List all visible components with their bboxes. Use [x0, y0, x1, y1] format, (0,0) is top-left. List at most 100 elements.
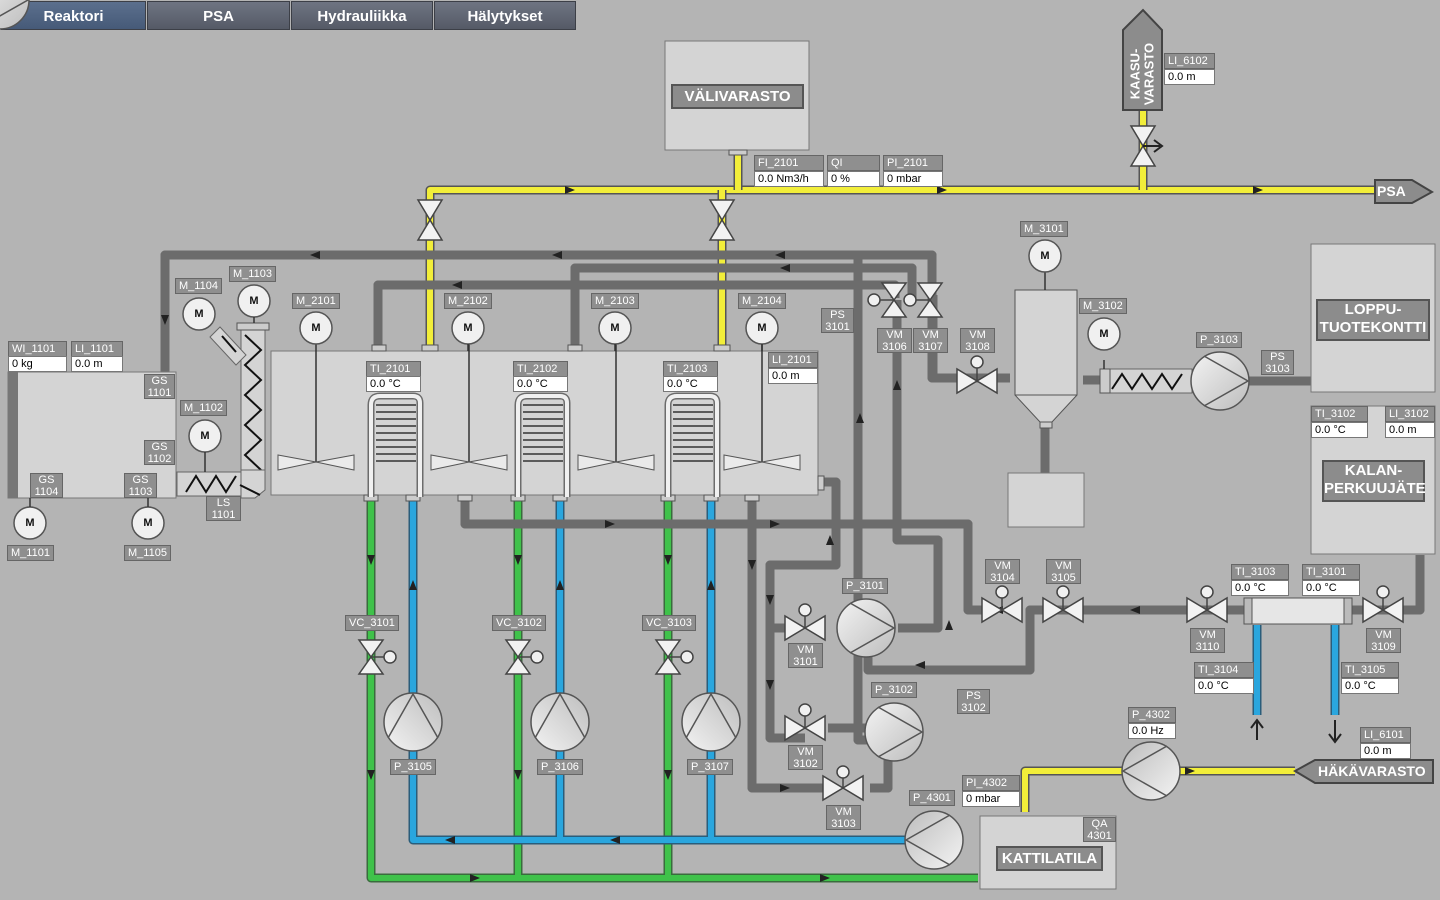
motor-2103-symbol[interactable]: M [610, 322, 620, 334]
reactor-tank [270, 350, 819, 496]
ti-2101-value: 0.0 °C [366, 376, 421, 392]
flow-arrows [161, 186, 1295, 882]
ti-2102-tag: TI_2102 [513, 361, 568, 377]
ti-3104-tag: TI_3104 [1194, 662, 1254, 678]
ti-3105-tag: TI_3105 [1341, 662, 1399, 678]
motor-2102-symbol[interactable]: M [463, 322, 473, 334]
li-6102-value: 0.0 m [1164, 69, 1215, 85]
vm-3109-tag: VM 3109 [1366, 628, 1401, 653]
motor-3101-symbol[interactable]: M [1040, 250, 1050, 262]
qi-tag: QI [827, 155, 880, 171]
ti-3101-value: 0.0 °C [1302, 580, 1360, 596]
motor-3102-symbol[interactable]: M [1099, 328, 1109, 340]
vm-3106-tag: VM 3106 [877, 328, 912, 353]
motor-1105-symbol[interactable]: M [143, 517, 153, 529]
li-3102-value: 0.0 m [1385, 422, 1435, 438]
vm-3102-tag: VM 3102 [788, 745, 823, 770]
actuator-stems [371, 299, 1384, 788]
m-1101-tag: M_1101 [7, 545, 54, 561]
feed-screws [176, 322, 270, 499]
ps-3103-tag: PS 3103 [1261, 350, 1294, 375]
motor-1104-symbol[interactable]: M [194, 308, 204, 320]
heating-coils [367, 392, 717, 497]
p-3103-tag: P_3103 [1196, 332, 1242, 348]
wi-1101-tag: WI_1101 [8, 341, 67, 357]
process-lines [160, 152, 1425, 793]
ti-3101-tag: TI_3101 [1302, 564, 1360, 580]
p-4302-tag: P_4302 [1128, 707, 1176, 723]
tab-psa[interactable]: PSA [147, 1, 290, 30]
vm-3110-tag: VM 3110 [1190, 628, 1225, 653]
ti-2102-value: 0.0 °C [513, 376, 568, 392]
vm-3108-tag: VM 3108 [960, 328, 995, 353]
motor-1102-symbol[interactable]: M [200, 430, 210, 442]
motor-2104-symbol[interactable]: M [757, 322, 767, 334]
li-1101-tag: LI_1101 [71, 341, 123, 357]
qa-4301-tag: QA 4301 [1083, 817, 1116, 842]
p-4302-value: 0.0 Hz [1128, 723, 1176, 739]
exchanger-arrows [1250, 718, 1342, 744]
m-2104-tag: M_2104 [738, 293, 786, 309]
hakavarasto-arrow [1292, 759, 1434, 784]
psa-arrow-label: PSA [1377, 183, 1406, 199]
agitators [277, 341, 801, 471]
motor-shafts [29, 317, 763, 507]
ti-2101-tag: TI_2101 [366, 361, 421, 377]
ti-3104-value: 0.0 °C [1194, 678, 1254, 694]
ls-1101-tag: LS 1101 [206, 496, 241, 521]
motor-1103-symbol[interactable]: M [249, 295, 259, 307]
p-3101-tag: P_3101 [842, 578, 888, 594]
vm-3107-tag: VM 3107 [913, 328, 948, 353]
m-1103-tag: M_1103 [229, 266, 276, 282]
valivarasto-label: VÄLIVARASTO [671, 84, 804, 109]
m-2102-tag: M_2102 [444, 293, 492, 309]
valve-actuators [383, 293, 1390, 779]
gs-1103-tag: GS 1103 [124, 473, 157, 498]
reactor-nozzles [363, 344, 825, 502]
gs-1104-tag: GS 1104 [30, 473, 63, 498]
vm-3103-tag: VM 3103 [826, 805, 861, 830]
vc-3101-tag: VC_3101 [345, 615, 399, 631]
ti-3105-value: 0.0 °C [1341, 678, 1399, 694]
motor-2101-symbol[interactable]: M [311, 322, 321, 334]
heat-exchanger [1243, 597, 1353, 625]
tab-halytykset[interactable]: Hälytykset [434, 1, 576, 30]
pi-2101-tag: PI_2101 [883, 155, 943, 171]
li-3102-tag: LI_3102 [1385, 406, 1435, 422]
psa-arrow [1374, 179, 1435, 204]
vm-3104-tag: VM 3104 [985, 559, 1020, 584]
p-3105-tag: P_3105 [390, 759, 436, 775]
m-3102-tag: M_3102 [1079, 298, 1127, 314]
gs-1101-tag: GS 1101 [144, 374, 175, 399]
kalanperkuujate-label: KALAN- PERKUUJÄTE [1322, 460, 1426, 502]
qi-value: 0 % [827, 171, 880, 187]
m-1105-tag: M_1105 [124, 545, 171, 561]
wi-1101-value: 0 kg [8, 356, 67, 372]
vm-3101-tag: VM 3101 [788, 643, 823, 668]
li-6102-tag: LI_6102 [1164, 53, 1215, 69]
li-6101-value: 0.0 m [1360, 743, 1411, 759]
motor-1101-symbol[interactable]: M [25, 517, 35, 529]
m-2103-tag: M_2103 [591, 293, 639, 309]
m-1104-tag: M_1104 [175, 278, 222, 294]
ti-3103-tag: TI_3103 [1231, 564, 1289, 580]
ps-3102-tag: PS 3102 [957, 689, 990, 714]
m-2101-tag: M_2101 [292, 293, 340, 309]
li-2101-value: 0.0 m [768, 368, 818, 384]
gs-1102-tag: GS 1102 [144, 440, 175, 465]
gas-valve-arrow [1143, 139, 1164, 153]
vm-3105-tag: VM 3105 [1046, 559, 1081, 584]
fi-2101-value: 0.0 Nm3/h [754, 171, 824, 187]
ti-2103-value: 0.0 °C [663, 376, 718, 392]
gas-lines [425, 110, 1375, 812]
lopputuotekontti-label: LOPPU- TUOTEKONTTI [1316, 299, 1430, 341]
m-3101-tag: M_3101 [1020, 221, 1068, 237]
output-screw [1099, 360, 1193, 394]
tab-hydrauliikka[interactable]: Hydrauliikka [291, 1, 433, 30]
kattilatila-label: KATTILATILA [996, 846, 1103, 871]
ti-2103-tag: TI_2103 [663, 361, 718, 377]
pi-2101-value: 0 mbar [883, 171, 943, 187]
kaasuvarasto-label: KAASU- VARASTO [1124, 38, 1161, 108]
p-3106-tag: P_3106 [537, 759, 583, 775]
